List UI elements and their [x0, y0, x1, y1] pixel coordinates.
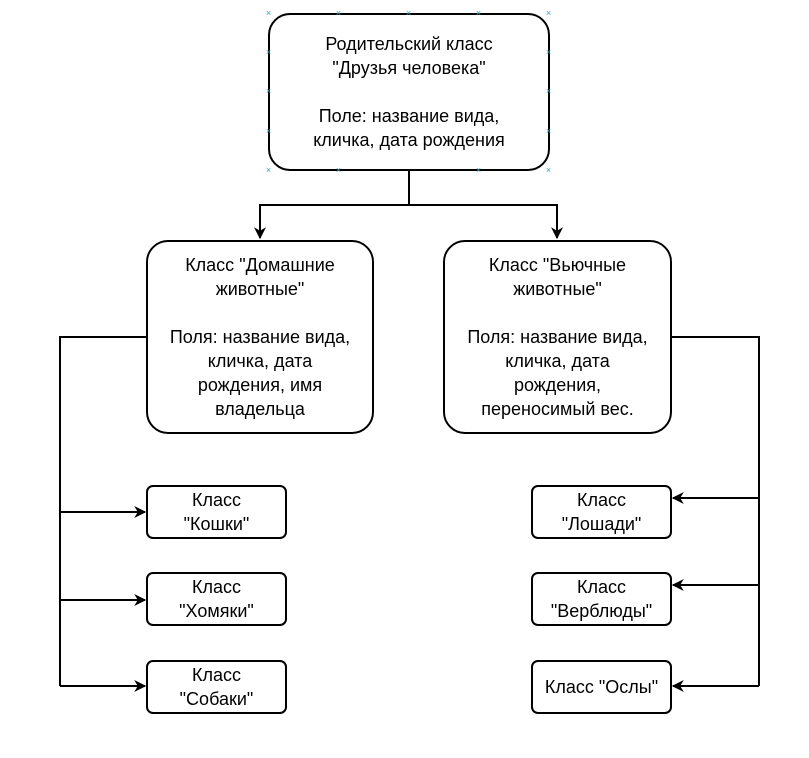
donkeys-class-node[interactable]: Класс "Ослы" — [531, 660, 672, 714]
edge-parent-to-domestic — [254, 170, 410, 240]
pack-field-line-1: Поля: название вида, — [467, 327, 648, 347]
selection-handle-icon[interactable]: × — [545, 86, 552, 96]
horses-class-node[interactable]: Класс "Лошади" — [531, 485, 672, 539]
selection-handle-icon[interactable]: × — [335, 165, 342, 175]
selection-handle-icon[interactable]: × — [475, 8, 482, 18]
edge-pack-bus — [672, 336, 760, 686]
selection-handle-icon[interactable]: × — [545, 126, 552, 136]
pack-title-line-2: животные" — [513, 279, 602, 299]
domestic-field-line-2: кличка, дата — [207, 351, 313, 371]
cats-line-2: "Кошки" — [183, 514, 250, 534]
parent-title-line-1: Родительский класс — [325, 34, 493, 54]
selection-handle-icon[interactable]: × — [265, 165, 272, 175]
dogs-line-1: Класс — [192, 665, 241, 685]
pack-field-line-4: переносимый вес. — [481, 399, 634, 419]
selection-handle-icon[interactable]: × — [265, 8, 272, 18]
domestic-title-line-2: животные" — [215, 279, 305, 299]
edge-domestic-bus — [59, 336, 146, 686]
dogs-line-2: "Собаки" — [179, 689, 254, 709]
dogs-class-node[interactable]: Класс "Собаки" — [146, 660, 287, 714]
horses-line-2: "Лошади" — [561, 514, 642, 534]
hamsters-line-2: "Хомяки" — [179, 601, 254, 621]
selection-handle-icon[interactable]: × — [405, 8, 412, 18]
camels-line-1: Класс — [577, 577, 626, 597]
parent-field-line-1: Поле: название вида, — [318, 106, 500, 126]
selection-handle-icon[interactable]: × — [545, 165, 552, 175]
selection-handle-icon[interactable]: × — [335, 8, 342, 18]
domestic-animals-class-node[interactable]: Класс "Домашние животные" Поля: название… — [146, 240, 374, 434]
domestic-title-line-1: Класс "Домашние — [185, 255, 335, 275]
edge-parent-to-pack — [409, 204, 563, 240]
pack-field-line-3: рождения, — [513, 375, 602, 395]
cats-line-1: Класс — [192, 490, 241, 510]
horses-line-1: Класс — [577, 490, 626, 510]
camels-class-node[interactable]: Класс "Верблюды" — [531, 572, 672, 626]
hamsters-line-1: Класс — [192, 577, 241, 597]
domestic-field-line-3: рождения, имя — [197, 375, 323, 395]
camels-line-2: "Верблюды" — [550, 601, 653, 621]
parent-class-node[interactable]: Родительский класс "Друзья человека" Пол… — [268, 13, 550, 171]
cats-class-node[interactable]: Класс "Кошки" — [146, 485, 287, 539]
hamsters-class-node[interactable]: Класс "Хомяки" — [146, 572, 287, 626]
domestic-field-line-4: владельца — [215, 399, 305, 419]
selection-handle-icon[interactable]: × — [265, 47, 272, 57]
donkeys-line-1: Класс "Ослы" — [544, 677, 659, 697]
parent-title-line-2: "Друзья человека" — [332, 58, 486, 78]
domestic-field-line-1: Поля: название вида, — [169, 327, 351, 347]
pack-field-line-2: кличка, дата — [505, 351, 610, 371]
selection-handle-icon[interactable]: × — [265, 126, 272, 136]
selection-handle-icon[interactable]: × — [545, 8, 552, 18]
selection-handle-icon[interactable]: × — [545, 47, 552, 57]
parent-field-line-2: кличка, дата рождения — [313, 130, 505, 150]
selection-handle-icon[interactable]: × — [265, 86, 272, 96]
selection-handle-icon[interactable]: × — [475, 165, 482, 175]
pack-animals-class-node[interactable]: Класс "Вьючные животные" Поля: название … — [443, 240, 672, 434]
pack-title-line-1: Класс "Вьючные — [488, 255, 627, 275]
